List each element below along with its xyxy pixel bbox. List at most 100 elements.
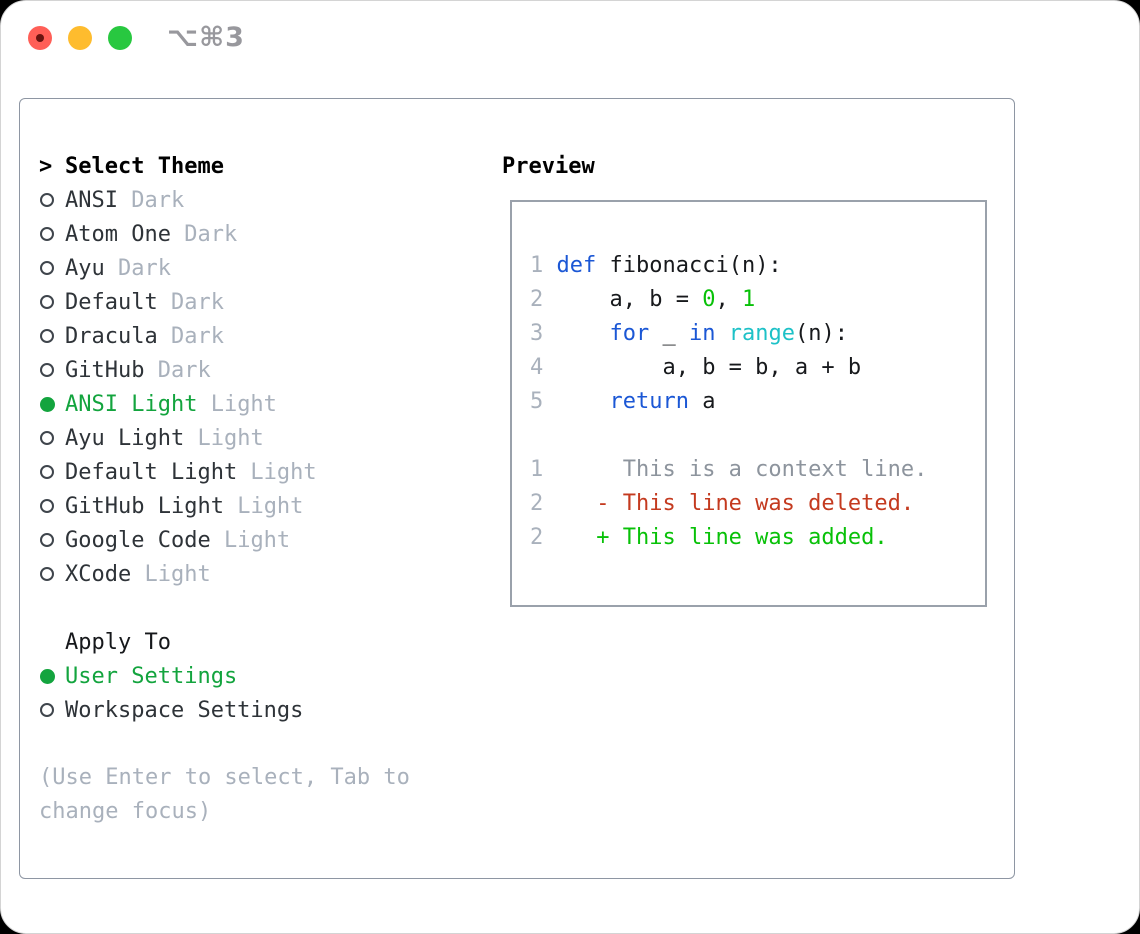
theme-item-ansi[interactable]: ANSI Dark xyxy=(39,183,502,217)
code-line: 4 a, b = b, a + b xyxy=(530,351,985,385)
radio-selected-icon xyxy=(40,396,55,412)
code-token xyxy=(543,525,596,550)
theme-name: XCode xyxy=(65,561,132,587)
theme-item-xcode[interactable]: XCode Light xyxy=(39,557,502,591)
code-line xyxy=(530,419,985,453)
theme-item-label: Google Code Light xyxy=(65,528,290,553)
theme-name: Ayu Light xyxy=(65,425,185,451)
select-theme-header: > Select Theme xyxy=(39,149,502,183)
apply-option-workspace-settings[interactable]: Workspace Settings xyxy=(39,693,502,727)
code-token: a, b = b, a + b xyxy=(543,355,862,380)
line-number: 3 xyxy=(530,321,544,346)
code-token xyxy=(543,253,556,278)
minimize-button[interactable] xyxy=(68,26,92,50)
theme-name: Default Light xyxy=(65,459,238,485)
close-button[interactable] xyxy=(28,26,52,50)
theme-variant-tag: Dark xyxy=(157,289,224,315)
theme-item-google-code[interactable]: Google Code Light xyxy=(39,523,502,557)
apply-to-title: Apply To xyxy=(65,629,171,655)
code-token: range xyxy=(728,321,795,346)
theme-variant-tag: Light xyxy=(210,527,291,553)
theme-item-label: ANSI Dark xyxy=(65,188,184,213)
code-token xyxy=(715,321,728,346)
theme-item-label: Default Light Light xyxy=(65,460,317,485)
preview-header-row: Preview xyxy=(502,149,1014,183)
theme-item-dracula[interactable]: Dracula Dark xyxy=(39,319,502,353)
theme-name: Ayu xyxy=(65,255,105,281)
apply-option-user-settings[interactable]: User Settings xyxy=(39,659,502,693)
theme-item-default[interactable]: Default Dark xyxy=(39,285,502,319)
line-number: 1 xyxy=(530,457,544,482)
apply-to-header: Apply To xyxy=(39,625,502,659)
select-theme-title: Select Theme xyxy=(65,153,224,179)
theme-item-github-light[interactable]: GitHub Light Light xyxy=(39,489,502,523)
code-token: a, b = xyxy=(543,287,703,312)
line-number: 2 xyxy=(530,525,544,550)
apply-option-label: User Settings xyxy=(65,664,237,689)
radio-icon xyxy=(40,227,54,241)
window-title: ⌥⌘3 xyxy=(167,22,245,53)
theme-variant-tag: Light xyxy=(237,459,317,485)
radio-icon xyxy=(40,533,54,547)
theme-variant-tag: Light xyxy=(197,391,277,417)
line-number: 5 xyxy=(530,389,544,414)
theme-variant-tag: Dark xyxy=(157,323,224,349)
theme-item-ayu[interactable]: Ayu Dark xyxy=(39,251,502,285)
code-token: 0 xyxy=(702,287,716,312)
radio-icon xyxy=(40,363,54,377)
code-token: 1 xyxy=(741,287,756,312)
code-token xyxy=(543,491,596,516)
theme-item-label: Ayu Dark xyxy=(65,256,171,281)
code-token: - This line was deleted. xyxy=(596,491,915,516)
code-token: , xyxy=(715,287,742,312)
line-number: 4 xyxy=(530,355,544,380)
theme-variant-tag: Dark xyxy=(104,255,171,281)
theme-item-ayu-light[interactable]: Ayu Light Light xyxy=(39,421,502,455)
code-token: (n): xyxy=(794,321,848,346)
theme-item-label: ANSI Light Light xyxy=(65,392,277,417)
theme-item-label: Atom One Dark xyxy=(65,222,237,247)
theme-item-default-light[interactable]: Default Light Light xyxy=(39,455,502,489)
radio-icon xyxy=(40,703,54,717)
theme-variant-tag: Dark xyxy=(144,357,211,383)
radio-icon xyxy=(40,431,54,445)
theme-variant-tag: Light xyxy=(184,425,264,451)
code-line: 1 def fibonacci(n): xyxy=(530,249,985,283)
radio-selected-icon xyxy=(40,668,55,684)
code-token: a xyxy=(688,389,716,414)
code-token: def xyxy=(556,253,597,278)
code-token: + This line was added. xyxy=(596,525,888,550)
theme-variant-tag: Dark xyxy=(170,221,238,247)
code-line: 5 return a xyxy=(530,385,985,419)
theme-item-atom-one[interactable]: Atom One Dark xyxy=(39,217,502,251)
hint-text: (Use Enter to select, Tab to change focu… xyxy=(39,765,410,824)
code-token: in xyxy=(688,321,716,346)
theme-variant-tag: Light xyxy=(131,561,211,587)
theme-name: ANSI Light xyxy=(65,391,198,417)
preview-header: Preview xyxy=(502,153,595,179)
apply-option-label: Workspace Settings xyxy=(65,698,303,723)
theme-item-label: XCode Light xyxy=(65,562,211,587)
theme-item-github[interactable]: GitHub Dark xyxy=(39,353,502,387)
theme-name: GitHub xyxy=(65,357,145,383)
preview-pane: Preview 1 def fibonacci(n): 2 a, b = 0, 1… xyxy=(502,99,1014,878)
radio-icon xyxy=(40,465,54,479)
radio-icon xyxy=(40,329,54,343)
theme-item-ansi-light[interactable]: ANSI Light Light xyxy=(39,387,502,421)
theme-name: ANSI xyxy=(65,187,118,213)
zoom-button[interactable] xyxy=(108,26,132,50)
theme-name: Dracula xyxy=(65,323,158,349)
theme-variant-tag: Light xyxy=(223,493,304,519)
code-token xyxy=(543,321,609,346)
focus-caret-icon: > xyxy=(39,153,53,179)
theme-item-label: GitHub Dark xyxy=(65,358,211,383)
code-token: _ xyxy=(649,321,689,346)
theme-name: Default xyxy=(65,289,158,315)
line-number: 2 xyxy=(530,491,544,516)
titlebar: ⌥⌘3 xyxy=(1,1,1139,98)
